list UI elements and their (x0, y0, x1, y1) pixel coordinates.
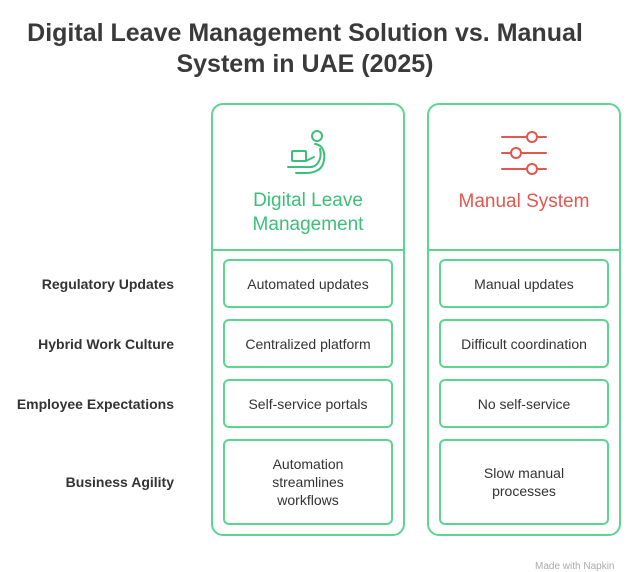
row-label-regulatory-updates: Regulatory Updates (41, 276, 174, 292)
cell-digital-business-agility: Automation streamlines workflows (223, 439, 393, 525)
row-label-business-agility: Business Agility (65, 474, 174, 490)
watermark: Made with Napkin (535, 561, 615, 572)
column-title-digital: Digital Leave Management (252, 190, 364, 235)
cell-digital-regulatory-updates: Automated updates (223, 259, 393, 308)
column-header-manual: Manual System (429, 105, 619, 251)
column-title-manual: Manual System (458, 191, 590, 212)
cell-digital-employee-expectations: Self-service portals (223, 379, 393, 428)
cell-manual-employee-expectations: No self-service (439, 379, 609, 428)
cell-manual-business-agility: Slow manual processes (439, 439, 609, 525)
person-with-laptop-icon (284, 129, 332, 182)
row-label-hybrid-work-culture: Hybrid Work Culture (38, 336, 174, 352)
sliders-icon (500, 129, 548, 182)
column-header-digital: Digital Leave Management (213, 105, 403, 251)
row-label-employee-expectations: Employee Expectations (16, 396, 174, 412)
diagram-title: Digital Leave Management Solution vs. Ma… (27, 19, 583, 78)
cell-digital-hybrid-work-culture: Centralized platform (223, 319, 393, 368)
cell-manual-regulatory-updates: Manual updates (439, 259, 609, 308)
cell-manual-hybrid-work-culture: Difficult coordination (439, 319, 609, 368)
